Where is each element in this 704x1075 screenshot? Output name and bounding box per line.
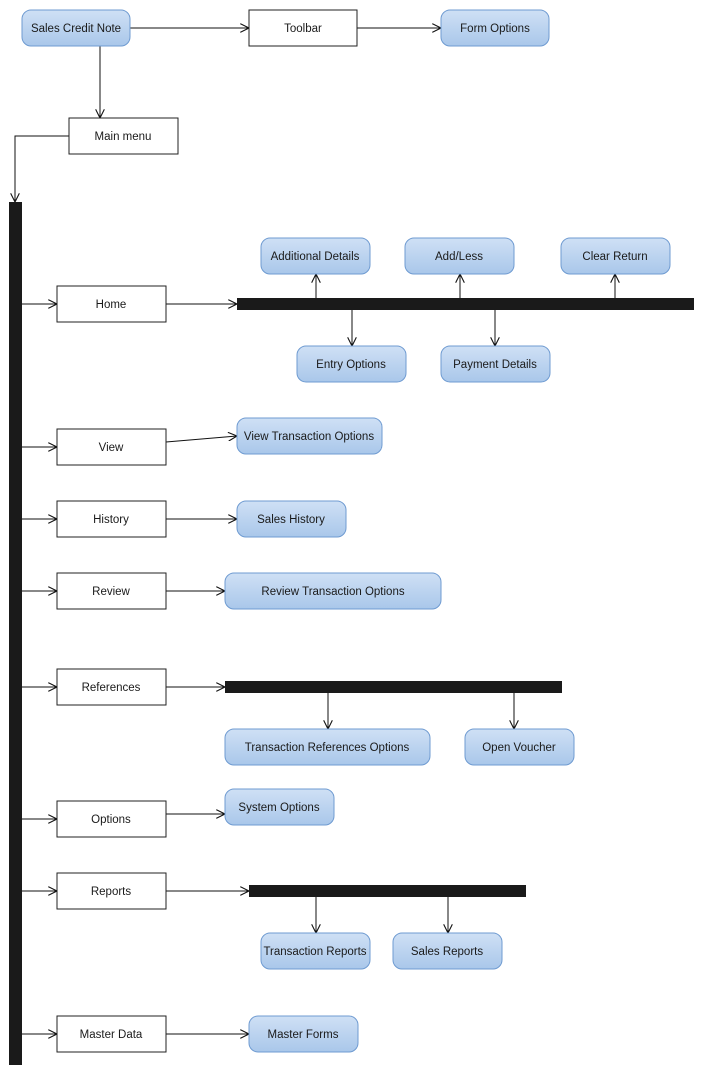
- node-view[interactable]: View: [56, 428, 167, 466]
- node-label: Master Data: [80, 1029, 143, 1041]
- node-label: Transaction References Options: [245, 742, 410, 754]
- node-home[interactable]: Home: [56, 285, 167, 323]
- main-menu-bar: [9, 202, 22, 1065]
- node-clear-return[interactable]: Clear Return: [560, 237, 671, 275]
- node-options[interactable]: Options: [56, 800, 167, 838]
- node-review-transaction-options[interactable]: Review Transaction Options: [224, 572, 442, 610]
- node-label: Toolbar: [284, 23, 322, 35]
- node-open-voucher[interactable]: Open Voucher: [464, 728, 575, 766]
- node-main-menu[interactable]: Main menu: [68, 117, 179, 155]
- node-view-transaction-options[interactable]: View Transaction Options: [236, 417, 383, 455]
- node-additional-details[interactable]: Additional Details: [260, 237, 371, 275]
- node-transaction-references-options[interactable]: Transaction References Options: [224, 728, 431, 766]
- node-label: Entry Options: [316, 359, 386, 371]
- node-label: Options: [91, 814, 131, 826]
- node-references[interactable]: References: [56, 668, 167, 706]
- node-payment-details[interactable]: Payment Details: [440, 345, 551, 383]
- node-label: References: [82, 682, 141, 694]
- node-label: Reports: [91, 886, 132, 898]
- node-system-options[interactable]: System Options: [224, 788, 335, 826]
- node-reports[interactable]: Reports: [56, 872, 167, 910]
- node-entry-options[interactable]: Entry Options: [296, 345, 407, 383]
- node-sales-reports[interactable]: Sales Reports: [392, 932, 503, 970]
- references-bar: [225, 681, 562, 693]
- node-label: Sales Reports: [411, 946, 483, 958]
- node-label: Review: [92, 586, 130, 598]
- node-history[interactable]: History: [56, 500, 167, 538]
- node-label: View: [99, 442, 124, 454]
- home-bar: [237, 298, 694, 310]
- node-label: Additional Details: [271, 251, 360, 263]
- node-sales-history[interactable]: Sales History: [236, 500, 347, 538]
- reports-bar: [249, 885, 526, 897]
- node-transaction-reports[interactable]: Transaction Reports: [260, 932, 371, 970]
- node-add-less[interactable]: Add/Less: [404, 237, 515, 275]
- node-label: Clear Return: [582, 251, 647, 263]
- node-label: Transaction Reports: [263, 946, 366, 958]
- node-master-data[interactable]: Master Data: [56, 1015, 167, 1053]
- node-master-forms[interactable]: Master Forms: [248, 1015, 359, 1053]
- node-sales-credit-note[interactable]: Sales Credit Note: [21, 9, 131, 47]
- node-label: Sales Credit Note: [31, 23, 121, 35]
- node-label: Sales History: [257, 514, 325, 526]
- node-toolbar[interactable]: Toolbar: [248, 9, 358, 47]
- node-label: Review Transaction Options: [261, 586, 404, 598]
- edge-view-to-view-transaction-options: [165, 436, 237, 443]
- node-label: Open Voucher: [482, 742, 556, 754]
- node-label: Add/Less: [435, 251, 483, 263]
- node-review[interactable]: Review: [56, 572, 167, 610]
- node-label: Form Options: [460, 23, 530, 35]
- connectors: [15, 28, 615, 1034]
- edge-main-menu-to-menu-bar: [15, 135, 69, 202]
- node-label: View Transaction Options: [244, 431, 374, 443]
- node-label: Payment Details: [453, 359, 537, 371]
- node-label: Master Forms: [268, 1029, 339, 1041]
- node-label: Main menu: [95, 131, 152, 143]
- node-label: History: [93, 514, 129, 526]
- node-label: System Options: [238, 802, 319, 814]
- node-form-options[interactable]: Form Options: [440, 9, 550, 47]
- node-label: Home: [96, 299, 127, 311]
